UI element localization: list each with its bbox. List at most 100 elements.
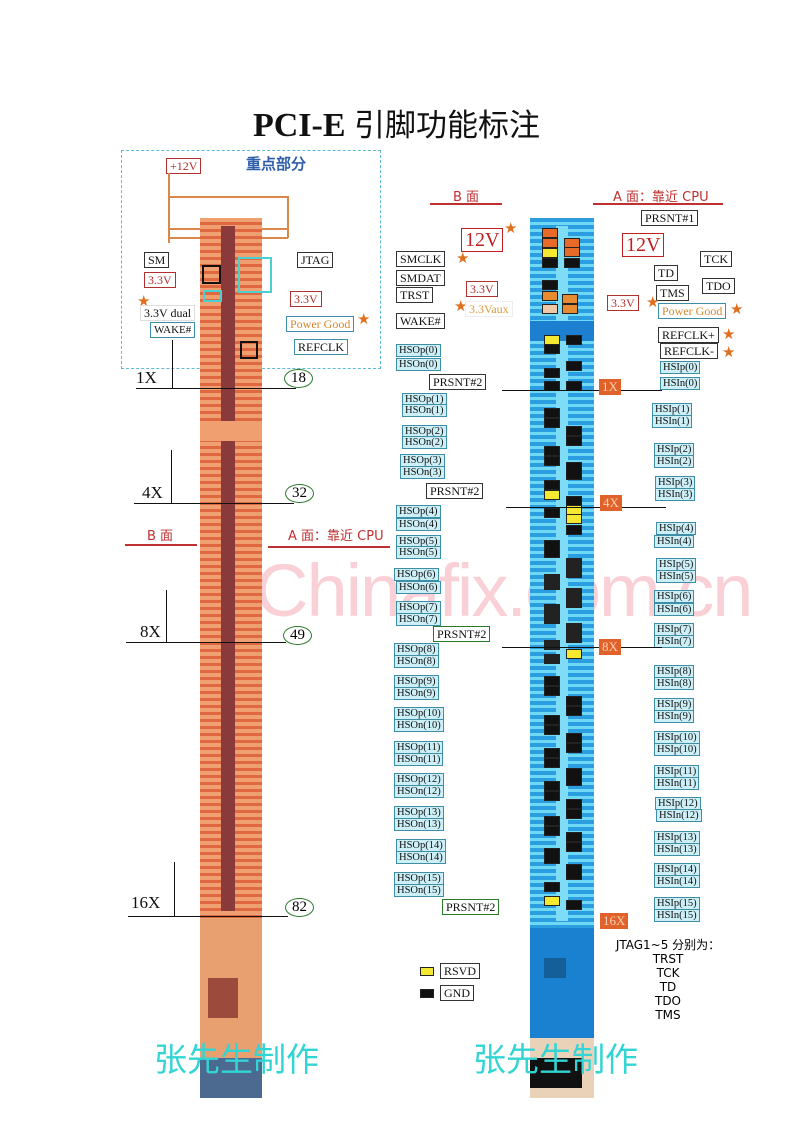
- label-b-signal: HSOp(0): [396, 344, 441, 357]
- pad-gnd: [544, 791, 560, 801]
- label-a-signal: HSIp(6): [654, 590, 695, 603]
- title-cn: 引脚功能标注: [354, 108, 541, 144]
- label-b-signal: HSOn(0): [396, 358, 441, 371]
- label-a-signal: HSIp(15): [654, 897, 700, 910]
- label-trst: TRST: [396, 287, 434, 303]
- marker-arrow: [171, 450, 172, 503]
- label-b-signal: HSOn(8): [394, 655, 439, 668]
- pad-gnd: [544, 456, 560, 466]
- pad-gnd: [544, 848, 560, 864]
- pad-gnd: [544, 676, 560, 686]
- label-td: TD: [654, 265, 678, 281]
- width-1x: 1X: [136, 368, 157, 387]
- pad-gnd: [566, 335, 582, 345]
- pad-gnd: [566, 633, 582, 643]
- label-a-signal: HSIn(4): [654, 535, 695, 548]
- width-16x: 16X: [131, 893, 161, 912]
- arrow-right-icon: [125, 544, 197, 546]
- label-jtag: JTAG: [297, 252, 334, 268]
- star-icon: ★: [357, 312, 371, 328]
- marker-line: [134, 503, 294, 504]
- pad-gnd: [566, 832, 582, 842]
- label-b-signal: HSOn(6): [396, 581, 441, 594]
- marker-arrow: [172, 340, 173, 388]
- label-b-signal: HSOn(15): [394, 884, 444, 897]
- marker-line: [502, 390, 662, 391]
- label-3v3-right: 3.3V: [290, 291, 322, 307]
- pin-number-18: 18: [284, 369, 313, 388]
- connector-key: [530, 321, 594, 341]
- label-3v3-a: 3.3V: [607, 295, 639, 311]
- pad-gnd: [544, 715, 560, 725]
- pad-gnd: [544, 418, 560, 428]
- wire-12v: [287, 196, 289, 238]
- pad-gnd: [544, 725, 560, 735]
- sm-highlight: [202, 265, 221, 284]
- credit-left: 张先生制作: [154, 1040, 319, 1079]
- pad-gnd: [544, 686, 560, 696]
- label-b-signal: HSOn(14): [396, 851, 446, 864]
- pad-gnd: [544, 344, 560, 354]
- pad-gnd: [566, 809, 582, 819]
- label-b-signal: HSOn(3): [400, 466, 445, 479]
- connector-end: [544, 958, 566, 978]
- connector-slot: [221, 226, 235, 421]
- pcie-connector-photo-orange: [200, 218, 262, 1098]
- pad-gnd: [544, 882, 560, 892]
- marker-line: [136, 388, 296, 389]
- legend-swatch-gnd: [420, 989, 434, 998]
- connector-slot: [221, 441, 235, 911]
- face-b-label: B 面: [147, 529, 174, 544]
- arrow-right-icon: [430, 203, 502, 205]
- jtag-note: JTAG1~5 分别为： TRST TCK TD TDO TMS: [608, 938, 728, 1022]
- refclk-highlight: [240, 341, 258, 359]
- pad-gnd: [544, 508, 560, 518]
- pad-gnd: [544, 368, 560, 378]
- label-prsnt2: PRSNT#2: [433, 626, 491, 642]
- pad-gnd: [566, 462, 582, 480]
- label-a-signal: HSIn(9): [654, 710, 695, 723]
- marker-line: [502, 647, 662, 648]
- label-tdo: TDO: [702, 278, 735, 294]
- label-a-signal: HSIn(2): [654, 455, 695, 468]
- pad-gnd: [544, 604, 560, 614]
- label-sm: SM: [144, 252, 170, 268]
- label-b-signal: HSOn(5): [396, 546, 441, 559]
- label-a-signal: HSIn(7): [654, 635, 695, 648]
- label-tck: TCK: [700, 251, 732, 267]
- key-section-title: 重点部分: [246, 155, 307, 173]
- label-a-signal: HSIn(15): [654, 909, 700, 922]
- pad-gnd: [544, 574, 560, 590]
- pad-gnd: [566, 598, 582, 608]
- pad-gnd: [566, 436, 582, 446]
- connector-end: [208, 978, 238, 1018]
- label-smdat: SMDAT: [396, 270, 445, 286]
- label-prsnt2: PRSNT#2: [426, 483, 484, 499]
- label-b-signal: HSOn(11): [394, 753, 444, 766]
- pad-rsvd: [542, 248, 558, 258]
- marker-line: [506, 507, 666, 508]
- connector-key: [200, 421, 262, 441]
- label-a-signal: HSIn(13): [654, 843, 700, 856]
- pad-gnd: [566, 743, 582, 753]
- pad-gnd: [566, 361, 582, 371]
- pad-gnd: [566, 525, 582, 535]
- marker-line: [128, 916, 288, 917]
- face-a-label: A 面：靠近 CPU: [613, 190, 709, 205]
- marker-arrow: [174, 862, 175, 916]
- face-a-label: A 面：靠近 CPU: [288, 529, 384, 544]
- pad-rsvd: [566, 514, 582, 524]
- width-badge-16x: 16X: [600, 913, 629, 929]
- label-power-good: Power Good: [286, 316, 355, 332]
- label-b-signal: HSOn(1): [402, 404, 447, 417]
- pad-gnd: [544, 614, 560, 624]
- wire-12v: [168, 173, 170, 243]
- pad-gnd: [544, 826, 560, 836]
- pcie-connector-photo-blue: [530, 218, 594, 1098]
- label-a-signal: HSIp(0): [660, 361, 701, 374]
- label-b-signal: HSOp(6): [394, 568, 439, 581]
- label-3v3-dual: 3.3V dual: [140, 305, 196, 321]
- jtag-note-item: TMS: [655, 1008, 681, 1022]
- legend-swatch-rsvd: [420, 967, 434, 976]
- width-badge-8x: 8X: [599, 639, 621, 655]
